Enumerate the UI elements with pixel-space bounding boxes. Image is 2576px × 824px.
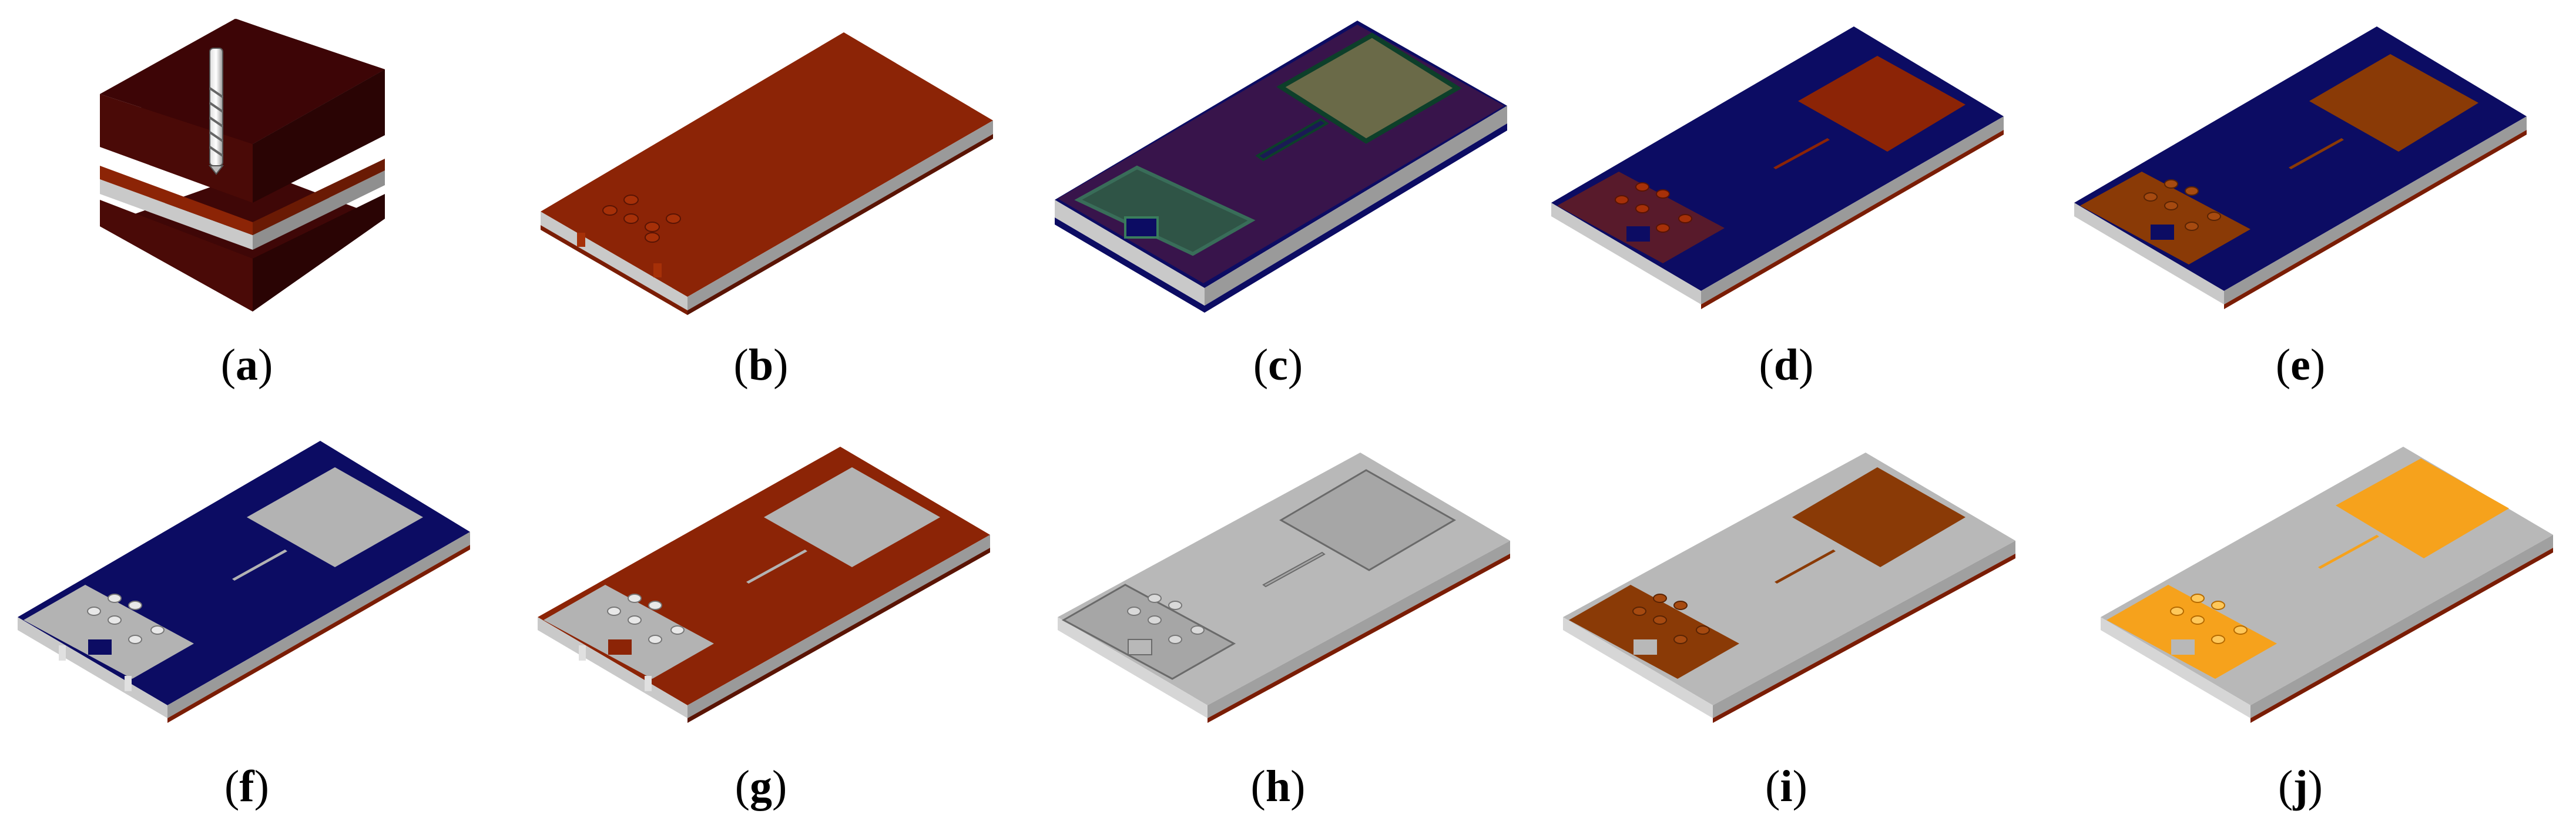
- panel-label-a: (a): [220, 340, 273, 390]
- panel-b-copper-board: [541, 32, 993, 315]
- panel-g-resist-stripped: [538, 447, 990, 723]
- panel-label-b: (b): [733, 340, 789, 390]
- panel-e-etched-copper: [2074, 26, 2527, 309]
- panel-i-copper-plated: [1563, 453, 2015, 723]
- panel-label-h: (h): [1250, 762, 1306, 811]
- panel-c-photoresist-mask: [1055, 21, 1507, 313]
- panel-f-metal-pattern: [18, 441, 470, 723]
- panel-d-exposed-copper: [1551, 26, 2004, 309]
- panel-label-d: (d): [1759, 340, 1814, 390]
- panel-a-laminate-stack: [100, 19, 385, 311]
- panel-label-i: (i): [1765, 762, 1807, 811]
- panel-label-f: (f): [224, 762, 269, 811]
- panel-label-e: (e): [2275, 340, 2326, 390]
- panel-label-c: (c): [1253, 340, 1303, 390]
- panel-j-gold-finish: [2101, 447, 2553, 723]
- drill-bit-icon: [208, 48, 224, 175]
- panel-label-j: (j): [2278, 762, 2323, 811]
- panel-h-bare-substrate: [1058, 453, 1510, 723]
- panel-label-g: (g): [734, 762, 787, 811]
